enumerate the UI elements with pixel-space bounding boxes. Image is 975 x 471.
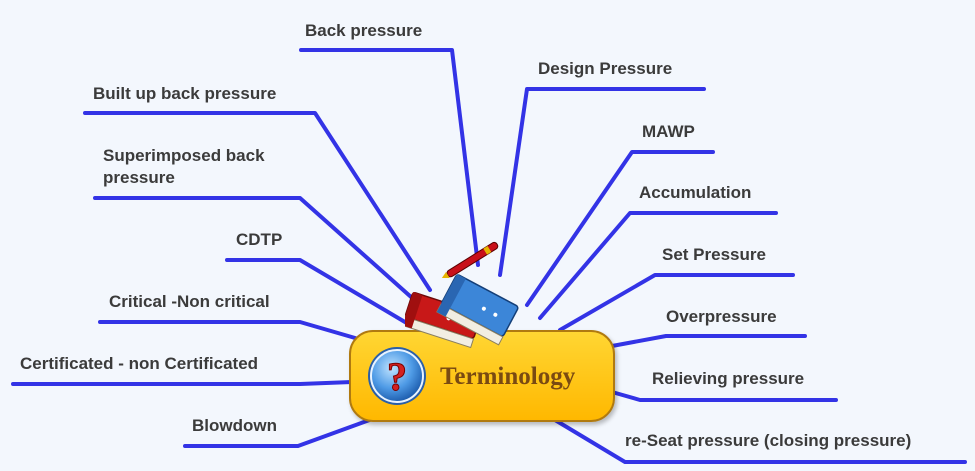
branch-label-mawp[interactable]: MAWP (642, 122, 695, 141)
branch-line-relieving (610, 390, 838, 402)
books-icon (405, 274, 519, 349)
branch-line-overpressure (610, 334, 807, 348)
branch-line-set-pressure (558, 273, 795, 332)
branch-label-design-pressure[interactable]: Design Pressure (538, 59, 673, 78)
branch-line-superimposed (93, 196, 422, 307)
branch-line-accumulation (538, 211, 778, 320)
branch-line-blowdown (183, 416, 377, 448)
branch-label-overpressure[interactable]: Overpressure (666, 307, 777, 326)
branch-label-cdtp[interactable]: CDTP (236, 230, 283, 249)
branch-line-certificated (11, 380, 354, 386)
branch-line-mawp (525, 150, 715, 307)
branch-label-reseat-pressure[interactable]: re-Seat pressure (closing pressure) (625, 431, 912, 450)
branch-label-superimposed-back-pressure[interactable]: Superimposed back pressure (103, 146, 265, 187)
branch-line-built-up-back-pressure (83, 111, 432, 292)
branch-line-critical (98, 320, 364, 342)
branch-label-accumulation[interactable]: Accumulation (639, 183, 752, 202)
branch-line-back-pressure (299, 48, 480, 267)
branch-label-set-pressure[interactable]: Set Pressure (662, 245, 766, 264)
branch-line-design-pressure (498, 87, 706, 277)
branch-label-back-pressure[interactable]: Back pressure (305, 21, 423, 40)
central-topic-title: Terminology (440, 363, 576, 390)
pen-icon (441, 241, 499, 278)
branch-label-certificated[interactable]: Certificated - non Certificated (20, 354, 259, 373)
branch-label-critical-non-critical[interactable]: Critical -Non critical (109, 292, 270, 311)
question-mark-icon: ? (368, 347, 426, 405)
svg-text:?: ? (387, 354, 407, 399)
branch-line-reseat (553, 418, 967, 464)
branch-label-blowdown[interactable]: Blowdown (192, 416, 277, 435)
branch-label-relieving-pressure[interactable]: Relieving pressure (652, 369, 805, 388)
branch-label-built-up-back-pressure[interactable]: Built up back pressure (93, 84, 277, 103)
branch-line-cdtp (225, 258, 412, 327)
